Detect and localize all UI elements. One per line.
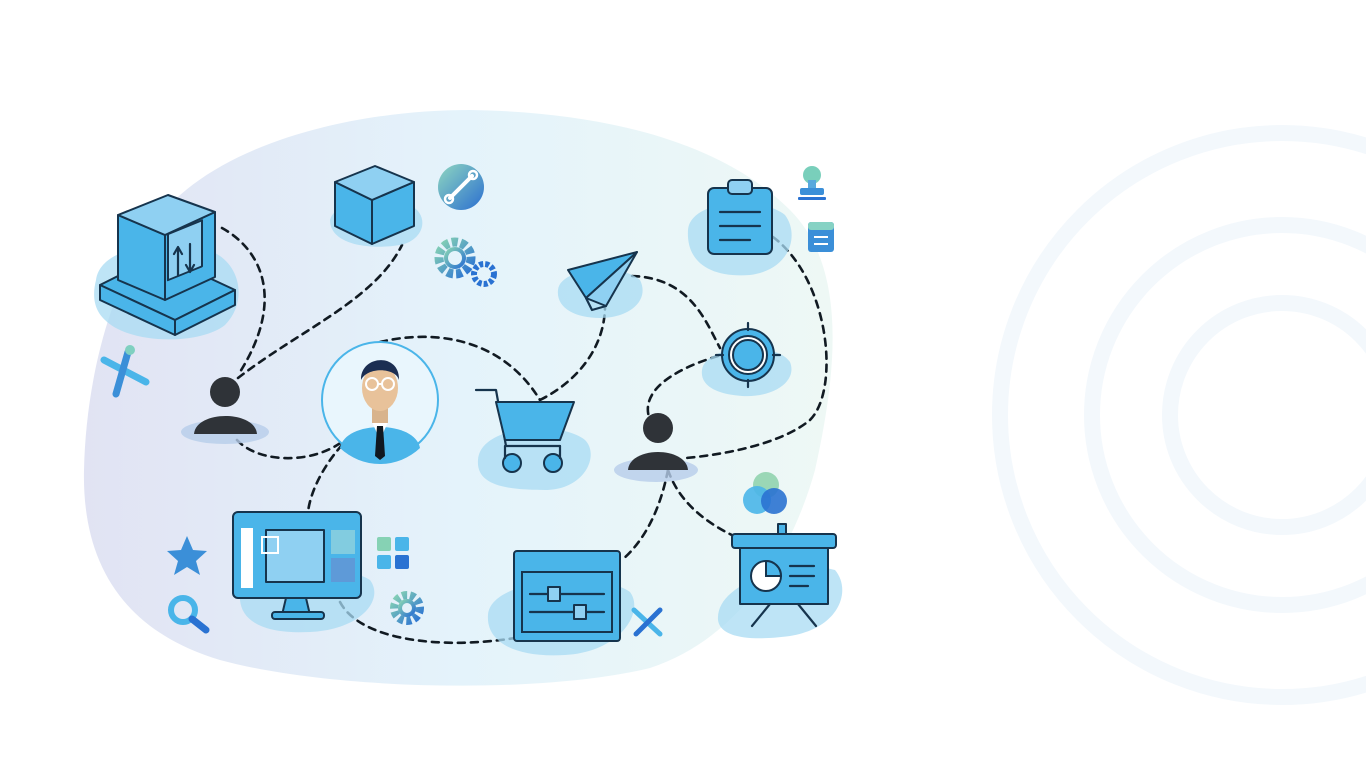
user-left-icon [181, 377, 269, 444]
wrench-badge-icon [438, 164, 484, 210]
shopping-cart-icon [474, 388, 591, 490]
pallet-box-icon [94, 194, 239, 340]
paper-plane-icon [557, 251, 643, 318]
concentric-rings-decoration [992, 125, 1366, 705]
monitor-dashboard-icon [232, 511, 375, 633]
magnifier-icon [168, 595, 210, 634]
tools-small-icon [631, 607, 663, 637]
gear-icon [390, 591, 424, 625]
connection-lines [220, 226, 828, 645]
clipboard-icon [687, 179, 792, 276]
color-circles-icon [743, 472, 787, 514]
gears-icon [434, 237, 497, 287]
sliders-panel-icon [487, 550, 635, 656]
presentation-board-icon [717, 523, 843, 639]
stamp-icon [798, 166, 826, 200]
target-icon [701, 321, 792, 397]
note-icon [808, 222, 834, 252]
tools-icon [100, 345, 150, 398]
star-icon [167, 536, 207, 575]
cube-icon [330, 165, 423, 247]
apps-grid-icon [377, 537, 409, 569]
user-right-icon [614, 413, 698, 482]
manager-avatar-icon [321, 341, 439, 464]
